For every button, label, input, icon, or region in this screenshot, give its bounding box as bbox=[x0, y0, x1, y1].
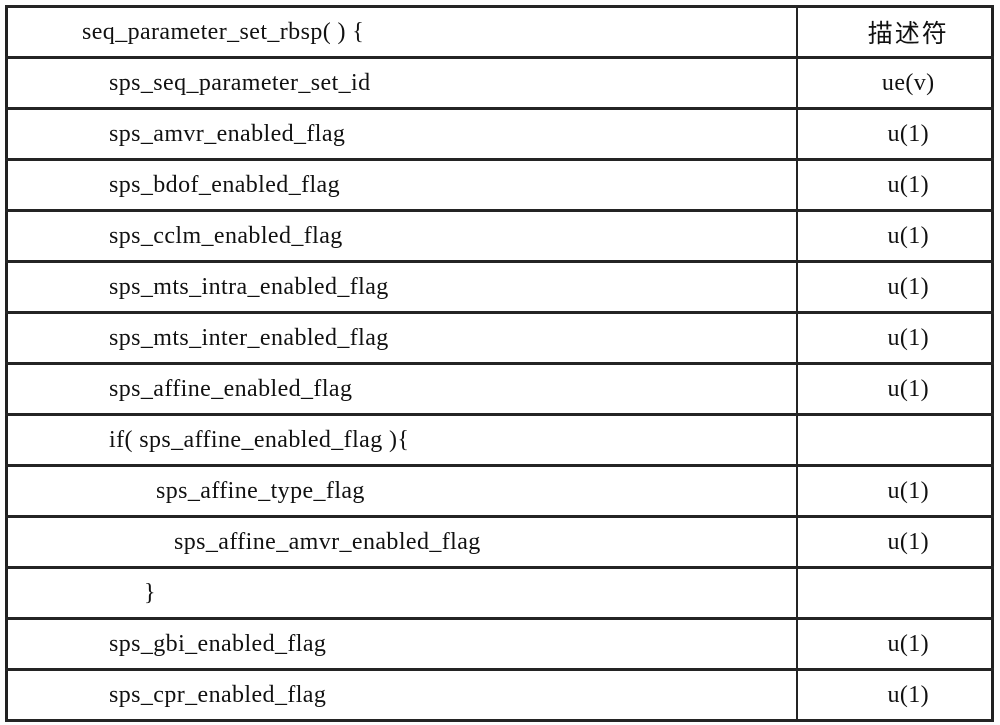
table-row: sps_affine_amvr_enabled_flag u(1) bbox=[7, 517, 993, 568]
syntax-cell: } bbox=[7, 568, 797, 619]
syntax-cell: sps_affine_amvr_enabled_flag bbox=[7, 517, 797, 568]
table-row: sps_affine_type_flag u(1) bbox=[7, 466, 993, 517]
table-row: sps_cpr_enabled_flag u(1) bbox=[7, 670, 993, 721]
descriptor-cell: u(1) bbox=[797, 619, 993, 670]
descriptor-cell: u(1) bbox=[797, 313, 993, 364]
syntax-cell: sps_seq_parameter_set_id bbox=[7, 58, 797, 109]
table-row-header: seq_parameter_set_rbsp( ) { 描述符 bbox=[7, 7, 993, 58]
syntax-cell: sps_bdof_enabled_flag bbox=[7, 160, 797, 211]
syntax-cell: if( sps_affine_enabled_flag ){ bbox=[7, 415, 797, 466]
table-row: sps_bdof_enabled_flag u(1) bbox=[7, 160, 993, 211]
syntax-cell: sps_affine_enabled_flag bbox=[7, 364, 797, 415]
descriptor-cell: u(1) bbox=[797, 466, 993, 517]
descriptor-cell: ue(v) bbox=[797, 58, 993, 109]
table-row: sps_cclm_enabled_flag u(1) bbox=[7, 211, 993, 262]
table-row-if-close: } bbox=[7, 568, 993, 619]
syntax-cell: sps_gbi_enabled_flag bbox=[7, 619, 797, 670]
table-row: sps_amvr_enabled_flag u(1) bbox=[7, 109, 993, 160]
table-row: sps_mts_inter_enabled_flag u(1) bbox=[7, 313, 993, 364]
descriptor-cell: u(1) bbox=[797, 262, 993, 313]
descriptor-cell: u(1) bbox=[797, 517, 993, 568]
descriptor-cell: u(1) bbox=[797, 211, 993, 262]
table-row-if-open: if( sps_affine_enabled_flag ){ bbox=[7, 415, 993, 466]
descriptor-cell-empty bbox=[797, 568, 993, 619]
descriptor-cell: u(1) bbox=[797, 160, 993, 211]
table-row: sps_mts_intra_enabled_flag u(1) bbox=[7, 262, 993, 313]
syntax-cell: sps_affine_type_flag bbox=[7, 466, 797, 517]
descriptor-cell: u(1) bbox=[797, 364, 993, 415]
syntax-table-body: seq_parameter_set_rbsp( ) { 描述符 sps_seq_… bbox=[7, 7, 993, 721]
sps-syntax-table: seq_parameter_set_rbsp( ) { 描述符 sps_seq_… bbox=[5, 5, 994, 722]
descriptor-cell: u(1) bbox=[797, 670, 993, 721]
descriptor-cell-empty bbox=[797, 415, 993, 466]
table-row: sps_gbi_enabled_flag u(1) bbox=[7, 619, 993, 670]
syntax-cell: sps_amvr_enabled_flag bbox=[7, 109, 797, 160]
table-row: sps_affine_enabled_flag u(1) bbox=[7, 364, 993, 415]
syntax-cell: sps_mts_inter_enabled_flag bbox=[7, 313, 797, 364]
syntax-cell: sps_mts_intra_enabled_flag bbox=[7, 262, 797, 313]
syntax-cell: seq_parameter_set_rbsp( ) { bbox=[7, 7, 797, 58]
syntax-cell: sps_cpr_enabled_flag bbox=[7, 670, 797, 721]
table-row: sps_seq_parameter_set_id ue(v) bbox=[7, 58, 993, 109]
descriptor-cell: u(1) bbox=[797, 109, 993, 160]
syntax-cell: sps_cclm_enabled_flag bbox=[7, 211, 797, 262]
descriptor-header-cell: 描述符 bbox=[797, 7, 993, 58]
